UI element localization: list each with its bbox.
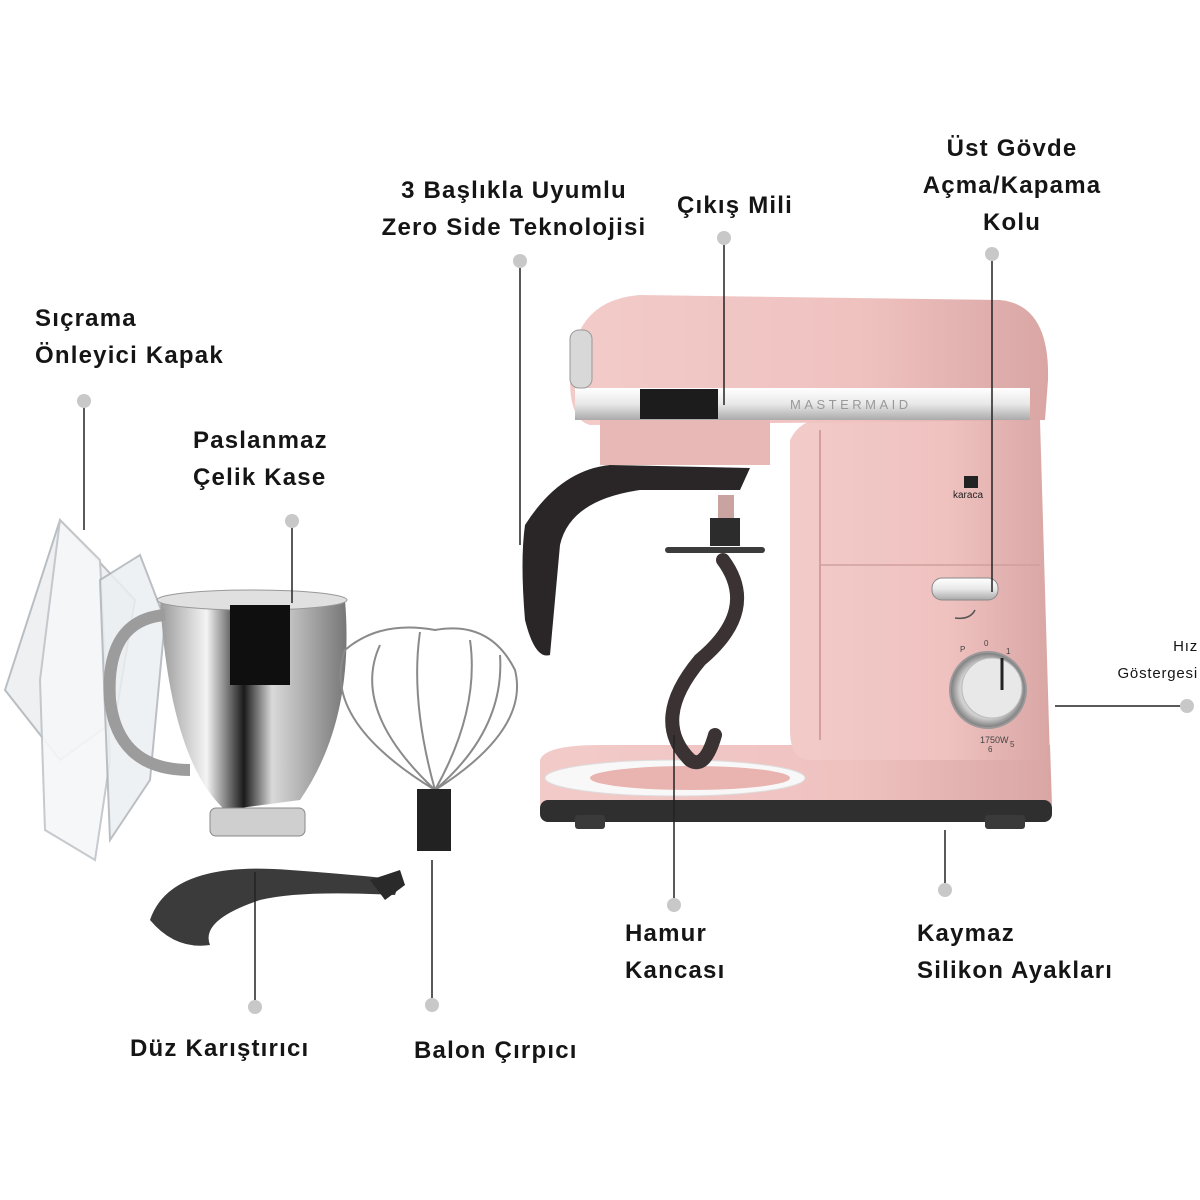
label-zero-side: 3 Başlıkla Uyumlu Zero Side Teknolojisi — [372, 172, 656, 246]
dial-mark: 5 — [1010, 740, 1015, 749]
label-line: Sıçrama — [35, 305, 137, 332]
label-output-shaft: Çıkış Mili — [665, 187, 805, 224]
label-speed-dial: Hız Göstergesi — [1040, 633, 1198, 687]
label-line: Paslanmaz — [193, 427, 328, 454]
label-whisk: Balon Çırpıcı — [414, 1032, 578, 1069]
flat-beater — [150, 868, 405, 946]
label-feet: Kaymaz Silikon Ayakları — [917, 915, 1113, 989]
label-line: Silikon Ayakları — [917, 957, 1114, 984]
label-line: Hamur — [625, 920, 708, 947]
label-line: Kolu — [982, 209, 1042, 236]
label-line: Açma/Kapama — [922, 172, 1102, 199]
dial-mark: 0 — [984, 639, 989, 648]
label-line: Hız — [1173, 638, 1198, 655]
leader-dots — [77, 231, 1194, 1014]
label-line: Kaymaz — [917, 920, 1015, 947]
label-dough-hook: Hamur Kancası — [625, 915, 725, 989]
label-line: Balon Çırpıcı — [414, 1037, 578, 1064]
label-bowl: Paslanmaz Çelik Kase — [193, 422, 328, 496]
label-head-lever: Üst Gövde Açma/Kapama Kolu — [912, 130, 1112, 241]
maker-logo: karaca — [953, 490, 984, 501]
label-line: Zero Side Teknolojisi — [381, 214, 647, 241]
power-rating: 1750W — [980, 735, 1009, 745]
leader-lines — [83, 245, 1180, 1000]
label-line: Çelik Kase — [193, 464, 327, 491]
stainless-steel-bowl — [103, 589, 348, 837]
label-line: 3 Başlıkla Uyumlu — [401, 177, 627, 204]
dial-mark: 1 — [1006, 647, 1011, 656]
label-line: Göstergesi — [1117, 665, 1198, 682]
label-line: Çıkış Mili — [676, 192, 794, 219]
dial-mark: 6 — [988, 745, 993, 754]
label-line: Düz Karıştırıcı — [130, 1035, 310, 1062]
splash-guard-lid — [3, 517, 167, 862]
label-splash-guard: Sıçrama Önleyici Kapak — [35, 300, 224, 374]
label-line: Kancası — [625, 957, 726, 984]
label-flat-beater: Düz Karıştırıcı — [130, 1030, 309, 1067]
karaca-logo-icon — [964, 476, 978, 488]
label-line: Üst Gövde — [946, 135, 1078, 162]
balloon-whisk — [339, 626, 519, 851]
dial-mark: P — [960, 645, 966, 654]
stand-mixer — [522, 295, 1052, 829]
brand-name: MASTERMAID — [790, 397, 912, 412]
label-line: Önleyici Kapak — [35, 342, 224, 369]
